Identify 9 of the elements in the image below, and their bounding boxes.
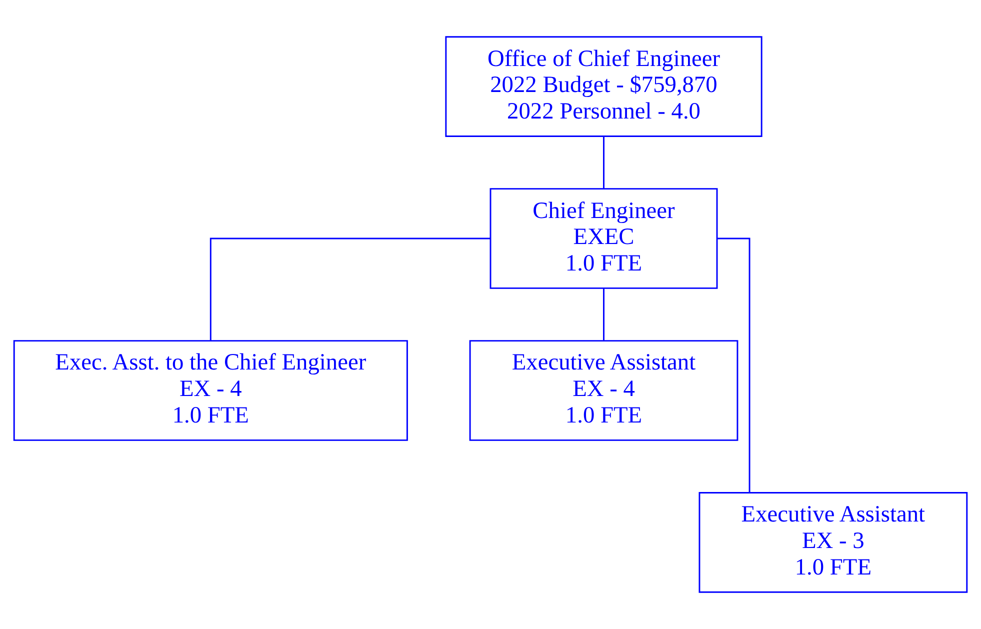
node-box: Exec. Asst. to the Chief Engineer EX - 4 1.0 FTE [13, 340, 408, 441]
connector [603, 136, 604, 189]
connector [717, 238, 750, 492]
node-box: Executive Assistant EX - 3 1.0 FTE [698, 492, 968, 593]
connector [210, 238, 490, 341]
node-box: Chief Engineer EXEC 1.0 FTE [490, 188, 718, 289]
node-box: Office of Chief Engineer 2022 Budget - $759,870 2022 Personnel - 4.0 [445, 36, 762, 137]
connector [603, 288, 604, 341]
node-box: Executive Assistant EX - 4 1.0 FTE [469, 340, 738, 441]
